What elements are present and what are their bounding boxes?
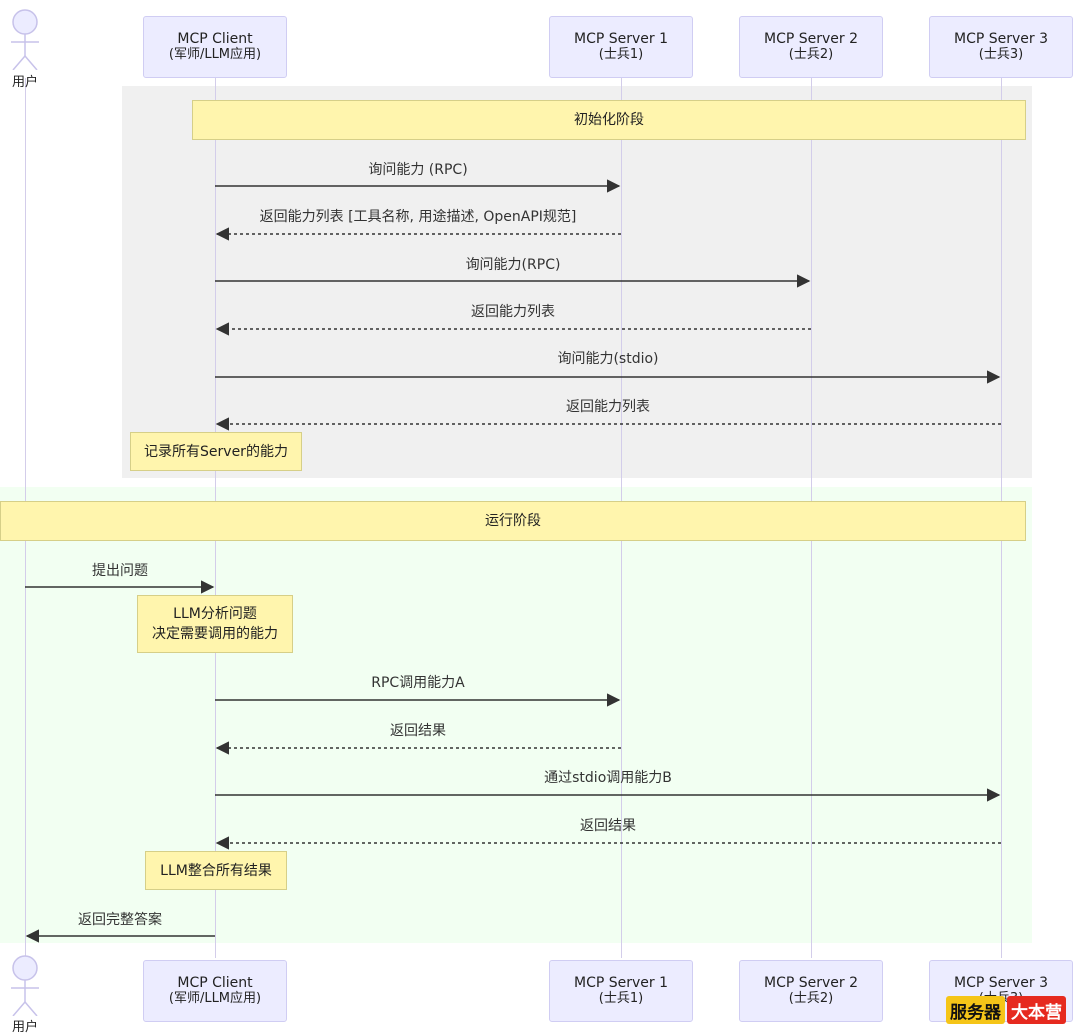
- server1-actor-top: MCP Server 1 (士兵1): [549, 16, 693, 78]
- server2-actor-bottom: MCP Server 2 (士兵2): [739, 960, 883, 1022]
- server1-actor-bottom: MCP Server 1 (士兵1): [549, 960, 693, 1022]
- message-label: 返回能力列表: [471, 304, 555, 320]
- note-llm-analyze: LLM分析问题 决定需要调用的能力: [137, 595, 293, 653]
- user-actor-icon: [11, 9, 39, 70]
- note-llm-integrate: LLM整合所有结果: [145, 851, 287, 890]
- init-phase-banner: 初始化阶段: [192, 100, 1026, 140]
- server3-title: MCP Server 3: [953, 975, 1048, 991]
- message-label: 返回结果: [390, 723, 446, 739]
- client-subtitle: (军师/LLM应用): [168, 991, 262, 1006]
- message-label: 询问能力(stdio): [557, 351, 659, 367]
- client-subtitle: (军师/LLM应用): [168, 47, 262, 62]
- message-label: 返回能力列表: [566, 399, 650, 415]
- server3-actor-top: MCP Server 3 (士兵3): [929, 16, 1073, 78]
- client-actor-top: MCP Client (军师/LLM应用): [143, 16, 287, 78]
- message-label: 返回结果: [580, 818, 636, 834]
- server1-title: MCP Server 1: [573, 975, 668, 991]
- user-label-top: 用户: [11, 75, 38, 90]
- message-label: 返回能力列表 [工具名称, 用途描述, OpenAPI规范]: [259, 209, 577, 225]
- note-analyze-line2: 决定需要调用的能力: [152, 626, 278, 642]
- server3-subtitle: (士兵3): [978, 47, 1024, 62]
- init-phase-region: [122, 86, 1032, 478]
- server2-actor-top: MCP Server 2 (士兵2): [739, 16, 883, 78]
- server1-subtitle: (士兵1): [598, 991, 644, 1006]
- message-label: 询问能力 (RPC): [368, 162, 468, 178]
- note-analyze-line1: LLM分析问题: [173, 606, 257, 622]
- message-label: 返回完整答案: [78, 912, 162, 928]
- watermark-badge: 服务器 大本营: [946, 996, 1066, 1024]
- server2-title: MCP Server 2: [763, 31, 858, 47]
- user-actor-icon-bottom: [11, 955, 39, 1016]
- server2-title: MCP Server 2: [763, 975, 858, 991]
- message-label: 提出问题: [92, 563, 148, 579]
- message-label: 通过stdio调用能力B: [544, 770, 672, 786]
- run-phase-banner: 运行阶段: [0, 501, 1026, 541]
- server2-subtitle: (士兵2): [788, 47, 834, 62]
- server3-title: MCP Server 3: [953, 31, 1048, 47]
- client-title: MCP Client: [177, 31, 253, 47]
- server1-subtitle: (士兵1): [598, 47, 644, 62]
- client-actor-bottom: MCP Client (军师/LLM应用): [143, 960, 287, 1022]
- server1-title: MCP Server 1: [573, 31, 668, 47]
- watermark-part2: 大本营: [1007, 996, 1066, 1024]
- watermark-part1: 服务器: [946, 996, 1005, 1024]
- message-label: RPC调用能力A: [371, 675, 465, 691]
- note-record-capabilities: 记录所有Server的能力: [130, 432, 302, 471]
- server2-subtitle: (士兵2): [788, 991, 834, 1006]
- user-label-bottom: 用户: [11, 1020, 38, 1035]
- client-title: MCP Client: [177, 975, 253, 991]
- message-label: 询问能力(RPC): [465, 257, 561, 273]
